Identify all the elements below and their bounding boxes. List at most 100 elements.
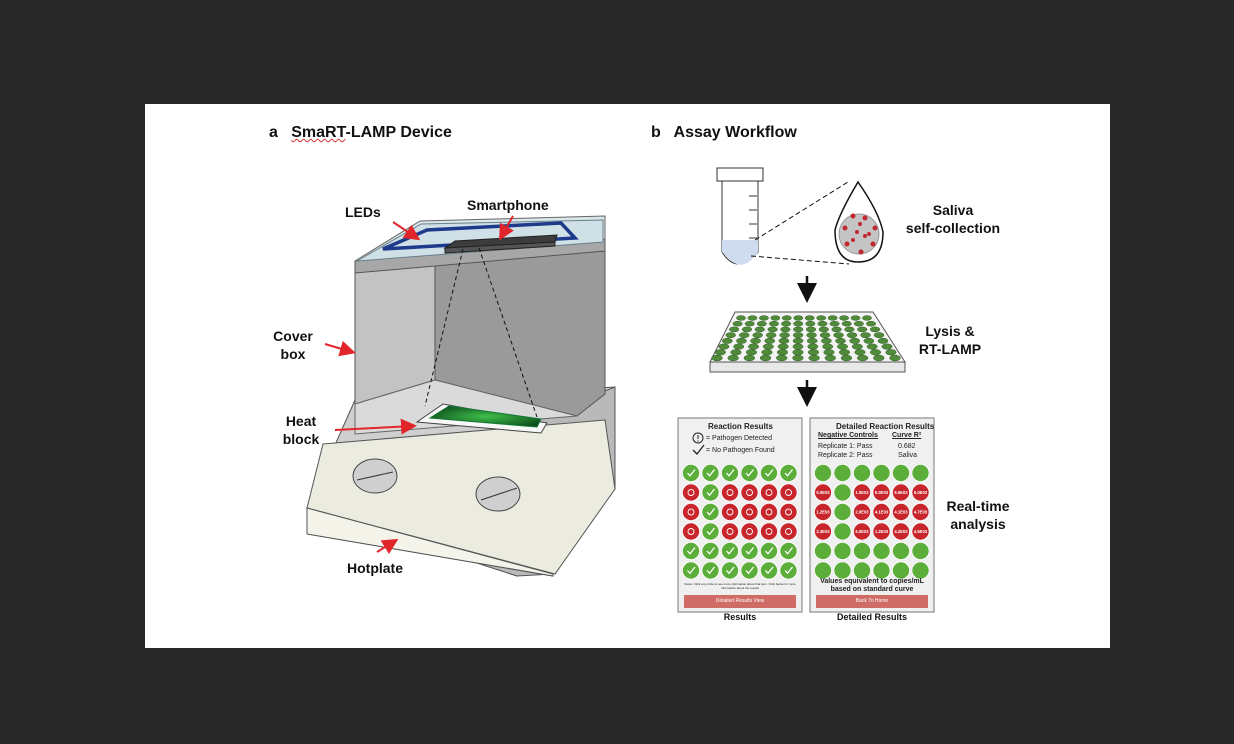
result-well[interactable]	[740, 541, 759, 560]
result-well[interactable]	[721, 502, 740, 521]
label-leds: LEDs	[345, 204, 381, 220]
result-well[interactable]	[740, 483, 759, 502]
result-well[interactable]: 5.0E03	[911, 483, 930, 502]
result-well[interactable]	[740, 561, 759, 580]
result-well[interactable]	[721, 463, 740, 482]
result-well[interactable]	[814, 463, 833, 482]
pathogen-icon	[746, 508, 753, 516]
result-well[interactable]	[853, 463, 872, 482]
result-well[interactable]	[853, 561, 872, 580]
result-well[interactable]	[760, 561, 779, 580]
result-well[interactable]	[740, 463, 759, 482]
result-well[interactable]	[701, 463, 720, 482]
result-well[interactable]: 1.2E03	[814, 502, 833, 521]
result-well[interactable]: 1.0E03	[853, 483, 872, 502]
result-well[interactable]	[701, 522, 720, 541]
results-caption: Results	[723, 612, 757, 622]
result-well[interactable]	[911, 541, 930, 560]
result-well[interactable]	[721, 561, 740, 580]
result-well[interactable]	[814, 541, 833, 560]
result-well[interactable]	[701, 483, 720, 502]
result-well[interactable]	[682, 522, 701, 541]
result-well[interactable]	[833, 522, 852, 541]
plate-well	[781, 315, 792, 321]
label-cover-box: Cover box	[268, 327, 318, 363]
result-well[interactable]	[721, 541, 740, 560]
plate-well	[866, 343, 878, 350]
plate-well	[770, 315, 781, 321]
result-well[interactable]	[760, 463, 779, 482]
result-well[interactable]	[814, 561, 833, 580]
label-hotplate: Hotplate	[347, 560, 403, 576]
result-well[interactable]	[682, 541, 701, 560]
result-well[interactable]	[779, 483, 798, 502]
result-well[interactable]	[701, 561, 720, 580]
result-well[interactable]	[721, 483, 740, 502]
result-well[interactable]	[760, 541, 779, 560]
result-well[interactable]	[892, 561, 911, 580]
result-well[interactable]: 4.2E03	[892, 522, 911, 541]
plate-well	[754, 326, 765, 333]
result-well[interactable]: 5.0E03	[872, 483, 891, 502]
well-value: 5.0E03	[816, 490, 830, 495]
result-well[interactable]	[911, 463, 930, 482]
result-well[interactable]	[872, 463, 891, 482]
result-well[interactable]: 1.2E03	[872, 522, 891, 541]
plate-well	[854, 349, 866, 356]
result-well[interactable]	[760, 502, 779, 521]
result-well[interactable]	[682, 483, 701, 502]
result-well[interactable]	[721, 522, 740, 541]
result-well[interactable]	[760, 522, 779, 541]
plate-well	[778, 337, 790, 344]
plate-well	[818, 326, 829, 333]
plate-well	[869, 326, 881, 333]
check-icon	[706, 527, 716, 536]
plate-well	[729, 326, 740, 333]
result-well[interactable]: 4.5E03	[911, 522, 930, 541]
result-well[interactable]	[853, 541, 872, 560]
plate-well	[792, 332, 804, 339]
result-well[interactable]: 6.0E03	[853, 522, 872, 541]
result-well[interactable]	[779, 522, 798, 541]
detailed-results-view-button[interactable]: Detailed Results View	[684, 595, 796, 608]
result-well[interactable]	[779, 561, 798, 580]
plate-well	[762, 343, 774, 350]
result-well[interactable]	[740, 522, 759, 541]
label-realtime: Real-time analysis	[935, 497, 1021, 533]
result-well[interactable]	[682, 502, 701, 521]
result-well[interactable]	[833, 463, 852, 482]
pathogen-icon	[746, 489, 753, 496]
result-well[interactable]	[740, 502, 759, 521]
result-well[interactable]	[779, 463, 798, 482]
check-icon	[745, 566, 755, 575]
result-well[interactable]	[701, 502, 720, 521]
check-icon	[726, 547, 735, 555]
result-well[interactable]	[682, 463, 701, 482]
result-well[interactable]	[760, 483, 779, 502]
check-icon	[706, 469, 716, 477]
result-well[interactable]: 5.5E03	[892, 483, 911, 502]
result-well[interactable]: 2.0E03	[853, 502, 872, 521]
result-well[interactable]: 4.1E03	[872, 502, 891, 521]
result-well[interactable]: 4.1E03	[892, 502, 911, 521]
result-well[interactable]	[779, 502, 798, 521]
result-well[interactable]	[892, 541, 911, 560]
result-well[interactable]	[892, 463, 911, 482]
result-well[interactable]	[833, 541, 852, 560]
result-well[interactable]	[833, 502, 852, 521]
result-well[interactable]: 2.3E03	[814, 522, 833, 541]
well-value: 1.2E03	[816, 510, 830, 515]
result-well[interactable]	[911, 561, 930, 580]
result-well[interactable]: 4.7E03	[911, 502, 930, 521]
result-well[interactable]	[833, 561, 852, 580]
plate-well	[732, 320, 743, 327]
result-well[interactable]	[779, 541, 798, 560]
heat-block	[415, 403, 548, 434]
back-to-home-button[interactable]: Back To Home	[816, 595, 928, 608]
result-well[interactable]	[833, 483, 852, 502]
result-well[interactable]: 5.0E03	[814, 483, 833, 502]
result-well[interactable]	[682, 561, 701, 580]
result-well[interactable]	[701, 541, 720, 560]
result-well[interactable]	[872, 541, 891, 560]
result-well[interactable]	[872, 561, 891, 580]
